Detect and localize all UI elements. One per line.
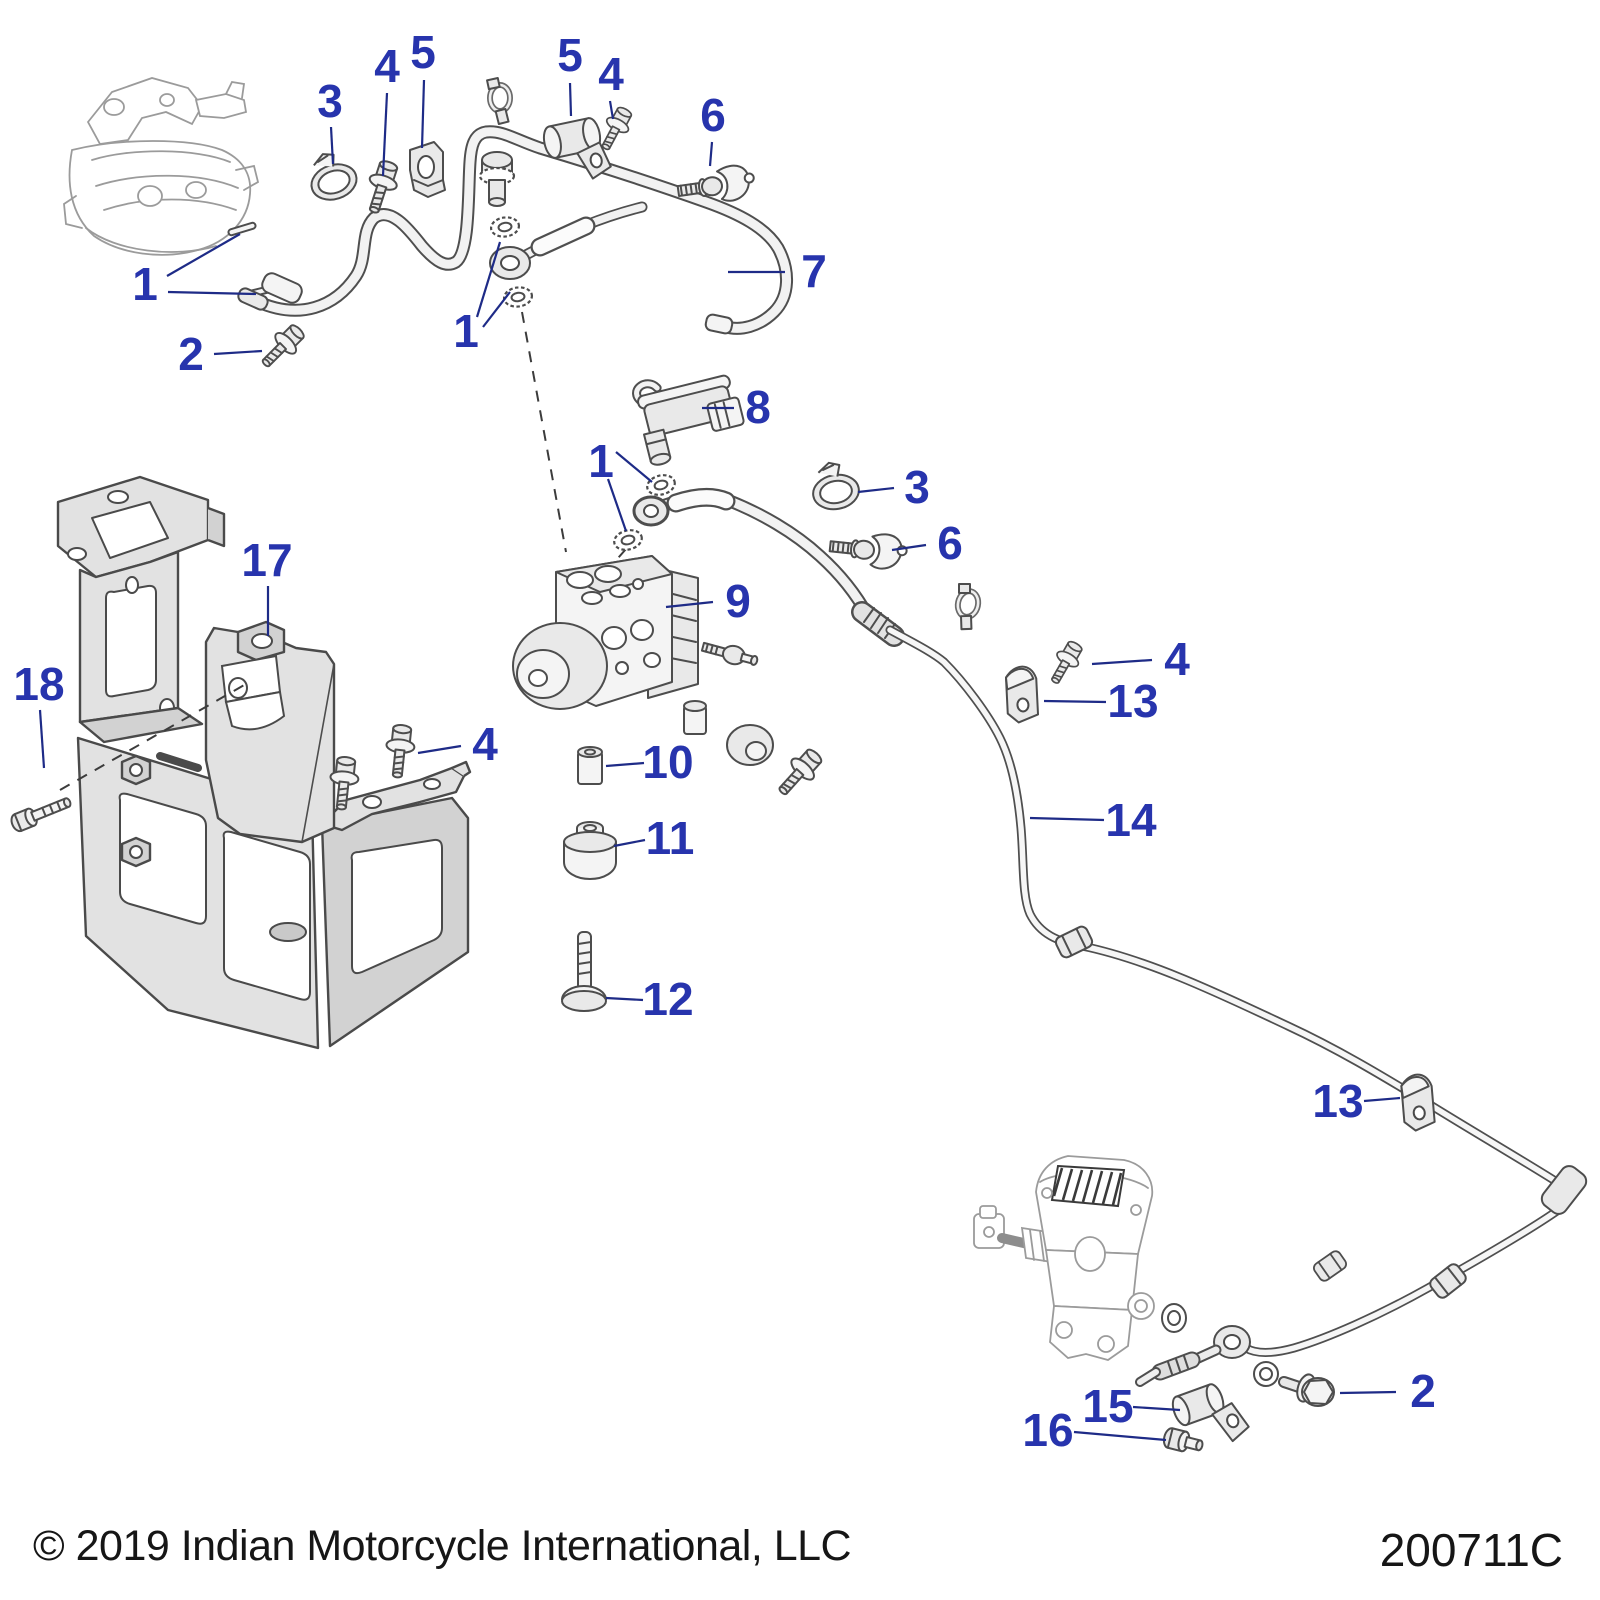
screw-12 (561, 931, 607, 1012)
banjo-bolt-assembly (478, 151, 535, 310)
leader-line-3-front-clamp (329, 126, 335, 165)
callout-15-rear-clip: 15 (1082, 1380, 1133, 1432)
leader-line-13-lower-clip (1363, 1096, 1401, 1103)
leader-line-16-rear-screw (1073, 1430, 1167, 1442)
clip-15-rear (1171, 1383, 1250, 1443)
callout-1-caliper-pins: 1 (132, 258, 158, 310)
spacer-10 (577, 746, 603, 785)
leader-line-1-banjo-washers (482, 291, 511, 328)
callout-6-rear-bolt: 6 (937, 517, 963, 569)
front-brake-hose-7 (237, 132, 786, 335)
callout-4-bracket-bolt: 4 (472, 718, 498, 770)
pipe-clip-13-upper (1002, 664, 1042, 725)
leader-line-10-spacer (605, 761, 645, 768)
callout-17-inner-bracket: 17 (241, 534, 292, 586)
callout-4-mid-bolt: 4 (598, 48, 624, 100)
callout-5-front-tab: 5 (410, 26, 436, 78)
leader-line-14-brake-pipe (1029, 816, 1105, 822)
callout-9-abs-module: 9 (725, 575, 751, 627)
front-banjo-bolt-2 (254, 318, 311, 375)
callout-2-rear-bolt: 2 (1410, 1365, 1436, 1417)
leader-line-18-long-bolt (38, 709, 46, 769)
rear-banjo-fitting (1135, 1303, 1279, 1387)
leader-line-5-mid-clamp (568, 82, 573, 117)
callout-4-pipe-bolt: 4 (1164, 633, 1190, 685)
leader-line-1-caliper-pins (167, 290, 257, 296)
callout-7-front-hose: 7 (801, 245, 827, 297)
leader-line-4-bracket-bolt (417, 744, 462, 755)
callout-6-front-bolt: 6 (700, 89, 726, 141)
leader-line-1-banjo-washers (475, 241, 502, 318)
callout-14-brake-pipe: 14 (1105, 794, 1157, 846)
screw-16-rear (1162, 1427, 1204, 1453)
pipe-clip-13-lower (1397, 1071, 1439, 1133)
leader-line-1-caliper-pins (166, 233, 241, 277)
leader-line-2-front-bolt (213, 349, 263, 356)
abs-module-9 (512, 555, 829, 803)
mounting-bracket-assembly (56, 475, 472, 1050)
callout-1-rear-washers: 1 (588, 435, 614, 487)
leader-line-15-rear-clip (1132, 1405, 1181, 1412)
rear-brake-hose-14 (632, 487, 1588, 1353)
callout-16-rear-screw: 16 (1022, 1404, 1073, 1456)
leader-line-9-abs-module (665, 600, 714, 609)
leader-line-1-rear-washers (606, 478, 628, 532)
clamp-5-mid (542, 117, 612, 180)
assembly-dashed-line-bolt18 (59, 683, 247, 791)
tie-clip-rear (950, 582, 982, 632)
master-cylinder-drawing (973, 1155, 1155, 1361)
bolt-18 (10, 797, 72, 833)
callout-13-upper-clip: 13 (1107, 675, 1158, 727)
tab-bracket-5 (409, 141, 446, 198)
bolt-2-rear (1278, 1373, 1335, 1407)
callout-11-grommet: 11 (646, 812, 695, 864)
callout-10-spacer: 10 (642, 736, 693, 788)
assembly-dashed-line-banjo (521, 311, 567, 553)
leader-line-12-screw (605, 996, 644, 1002)
callout-18-long-bolt: 18 (13, 658, 64, 710)
leader-line-11-grommet (613, 838, 646, 848)
leader-line-6-front-bolt (708, 141, 714, 167)
callout-5-mid-clamp: 5 (557, 29, 583, 81)
diagram-code: 200711C (1380, 1524, 1563, 1576)
clamp-3-rear (807, 457, 863, 514)
callout-3-front-clamp: 3 (317, 75, 343, 127)
callout-12-screw: 12 (642, 973, 693, 1025)
grommet-11 (563, 821, 617, 880)
leader-line-4-mid-bolt (608, 100, 615, 120)
tie-clip-front (487, 78, 510, 124)
bolt-4-pipe (1043, 636, 1088, 690)
callout-3-rear-clamp: 3 (904, 461, 930, 513)
callout-8-pressure-switch: 8 (745, 381, 771, 433)
leader-line-6-rear-bolt (891, 543, 927, 552)
leader-line-2-rear-bolt (1339, 1390, 1397, 1395)
callout-4-front-bolt: 4 (374, 40, 400, 92)
leader-line-1-rear-washers (615, 451, 653, 483)
leader-line-13-upper-clip (1043, 699, 1107, 704)
callout-13-lower-clip: 13 (1312, 1075, 1363, 1127)
callout-2-front-bolt: 2 (178, 328, 204, 380)
bolt-4-front (359, 156, 405, 218)
leader-line-4-pipe-bolt (1091, 658, 1153, 666)
leader-line-5-front-tab (420, 79, 426, 149)
callout-1-banjo-washers: 1 (453, 305, 479, 357)
copyright-text: © 2019 Indian Motorcycle International, … (33, 1522, 851, 1570)
pressure-switch-8 (632, 374, 745, 466)
brake-caliper-drawing (63, 77, 260, 256)
leader-line-4-front-bolt (381, 92, 389, 177)
leader-line-3-rear-clamp (857, 486, 895, 494)
front-hose-banjo-neck (524, 207, 642, 256)
